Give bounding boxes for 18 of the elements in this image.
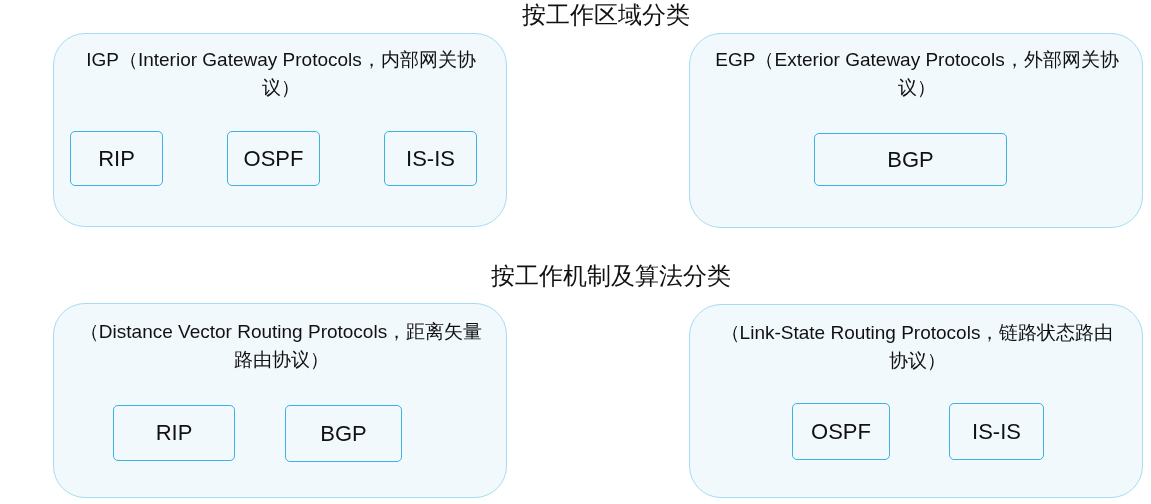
group-panel <box>53 33 507 227</box>
protocol-box: OSPF <box>227 131 320 186</box>
group-heading: EGP（Exterior Gateway Protocols，外部网关协议） <box>714 48 1120 100</box>
group-panel <box>53 303 507 498</box>
protocol-box: RIP <box>113 405 235 461</box>
protocol-box: BGP <box>814 133 1007 186</box>
group-panel <box>689 33 1143 228</box>
section-heading: 按工作机制及算法分类 <box>491 261 731 291</box>
protocol-box: RIP <box>70 131 163 186</box>
group-heading: IGP（Interior Gateway Protocols，内部网关协议） <box>85 48 477 100</box>
protocol-box: IS-IS <box>949 403 1044 460</box>
group-heading: （Link-State Routing Protocols，链路状态路由协议） <box>719 321 1115 373</box>
protocol-box: BGP <box>285 405 402 462</box>
group-panel <box>689 304 1143 498</box>
section-heading: 按工作区域分类 <box>522 0 690 30</box>
protocol-box: IS-IS <box>384 131 477 186</box>
group-heading: （Distance Vector Routing Protocols，距离矢量路由协议） <box>78 320 484 372</box>
protocol-box: OSPF <box>792 403 890 460</box>
